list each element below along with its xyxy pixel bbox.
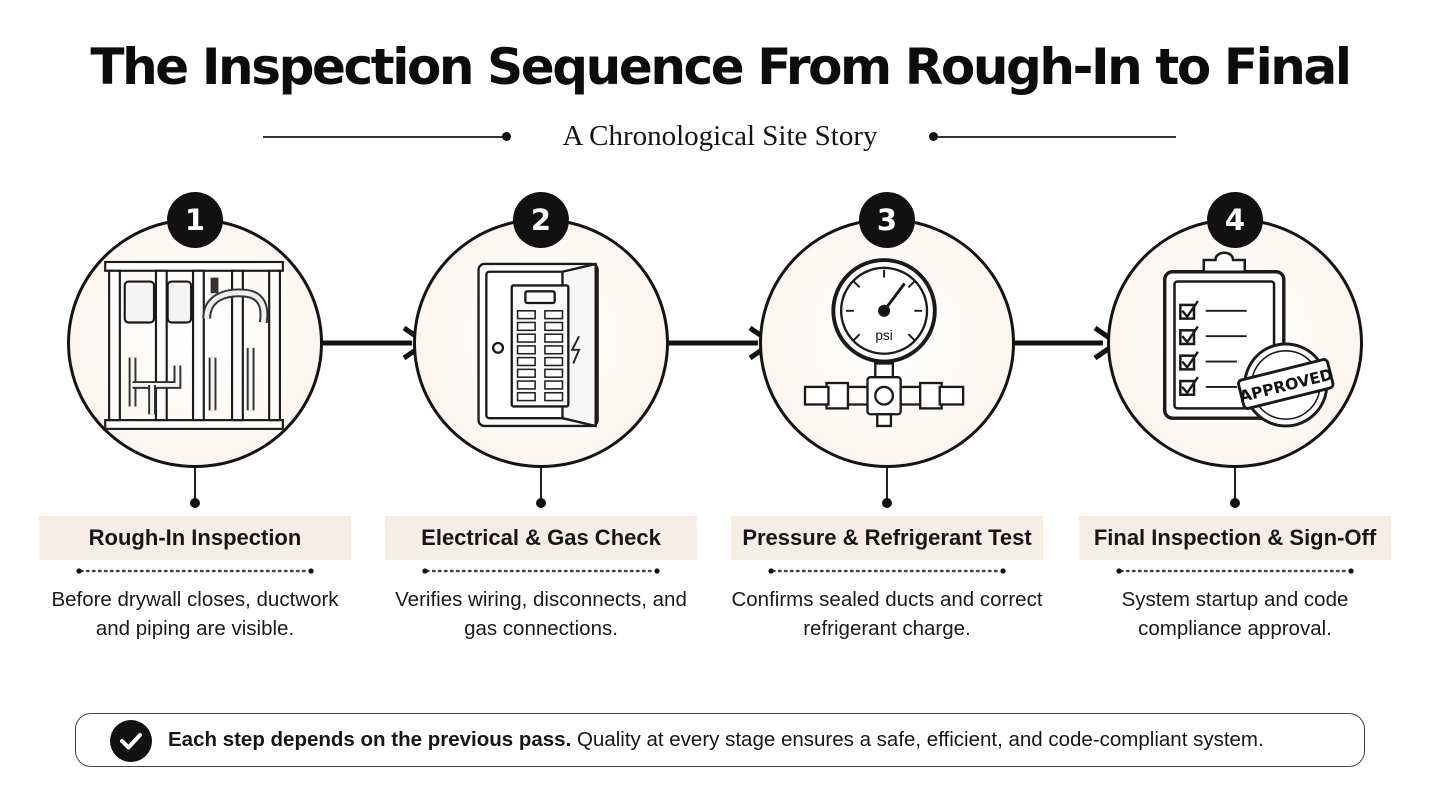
dotted-divider: [76, 568, 314, 574]
step-description: Confirms sealed ducts and correct refrig…: [731, 588, 1043, 640]
page-title: The Inspection Sequence From Rough-In to…: [90, 38, 1352, 96]
step-illustration: psi: [759, 218, 1015, 468]
subtitle-line-left: [263, 136, 503, 138]
dotted-divider: [768, 568, 1006, 574]
footer-bold-text: Each step depends on the previous pass.: [168, 728, 572, 751]
subtitle-row: A Chronological Site Story: [0, 118, 1440, 158]
electrical-panel-icon: [477, 262, 599, 428]
dotted-divider: [422, 568, 660, 574]
dotted-divider: [1116, 568, 1354, 574]
step-connector-dot: [190, 498, 200, 508]
step-number-badge: 2: [513, 192, 569, 248]
subtitle-dot-right: [929, 132, 938, 141]
step-rough-in: 1 Rough-In Inspection Before drywall clo…: [39, 188, 351, 678]
step-connector: [886, 468, 888, 502]
step-description: System startup and code compliance appro…: [1121, 588, 1349, 640]
step-connector-dot: [1230, 498, 1240, 508]
step-label: Electrical & Gas Check: [385, 516, 697, 560]
step-description: Before drywall closes, ductwork and pipi…: [51, 588, 339, 640]
check-mark-icon: [120, 733, 142, 750]
framing-pipes-icon: [104, 260, 284, 430]
step-electrical-gas: 2 Electrical & Gas Check Verifies wiring…: [385, 188, 697, 678]
step-final-signoff: APPROVED 4 Final Inspection & Sign-Off S…: [1079, 188, 1391, 678]
subtitle-line-right: [938, 136, 1176, 138]
footer-banner: Each step depends on the previous pass. …: [75, 713, 1365, 767]
step-label: Pressure & Refrigerant Test: [731, 516, 1043, 560]
step-number-badge: 1: [167, 192, 223, 248]
step-description: Verifies wiring, disconnects, and gas co…: [395, 588, 687, 640]
step-connector: [194, 468, 196, 502]
step-number-badge: 4: [1207, 192, 1263, 248]
step-connector-dot: [536, 498, 546, 508]
step-connector: [1234, 468, 1236, 502]
clipboard-approved-icon: APPROVED: [1163, 251, 1335, 428]
step-label: Rough-In Inspection: [39, 516, 351, 560]
check-circle-icon: [110, 720, 152, 762]
footer-text: Each step depends on the previous pass. …: [168, 714, 1264, 768]
subtitle-dot-left: [502, 132, 511, 141]
step-connector: [540, 468, 542, 502]
footer-rest-text: Quality at every stage ensures a safe, e…: [576, 728, 1264, 751]
pressure-gauge-icon: psi: [803, 258, 965, 428]
step-illustration: APPROVED: [1107, 218, 1363, 468]
step-label: Final Inspection & Sign-Off: [1079, 516, 1391, 560]
subtitle: A Chronological Site Story: [562, 120, 878, 152]
step-number-badge: 3: [859, 192, 915, 248]
step-illustration: [413, 218, 669, 468]
step-illustration: [67, 218, 323, 468]
gauge-unit-label: psi: [875, 328, 892, 343]
step-connector-dot: [882, 498, 892, 508]
step-pressure-refrigerant: psi 3 Pressure & Refrigerant Test Confir…: [731, 188, 1043, 678]
